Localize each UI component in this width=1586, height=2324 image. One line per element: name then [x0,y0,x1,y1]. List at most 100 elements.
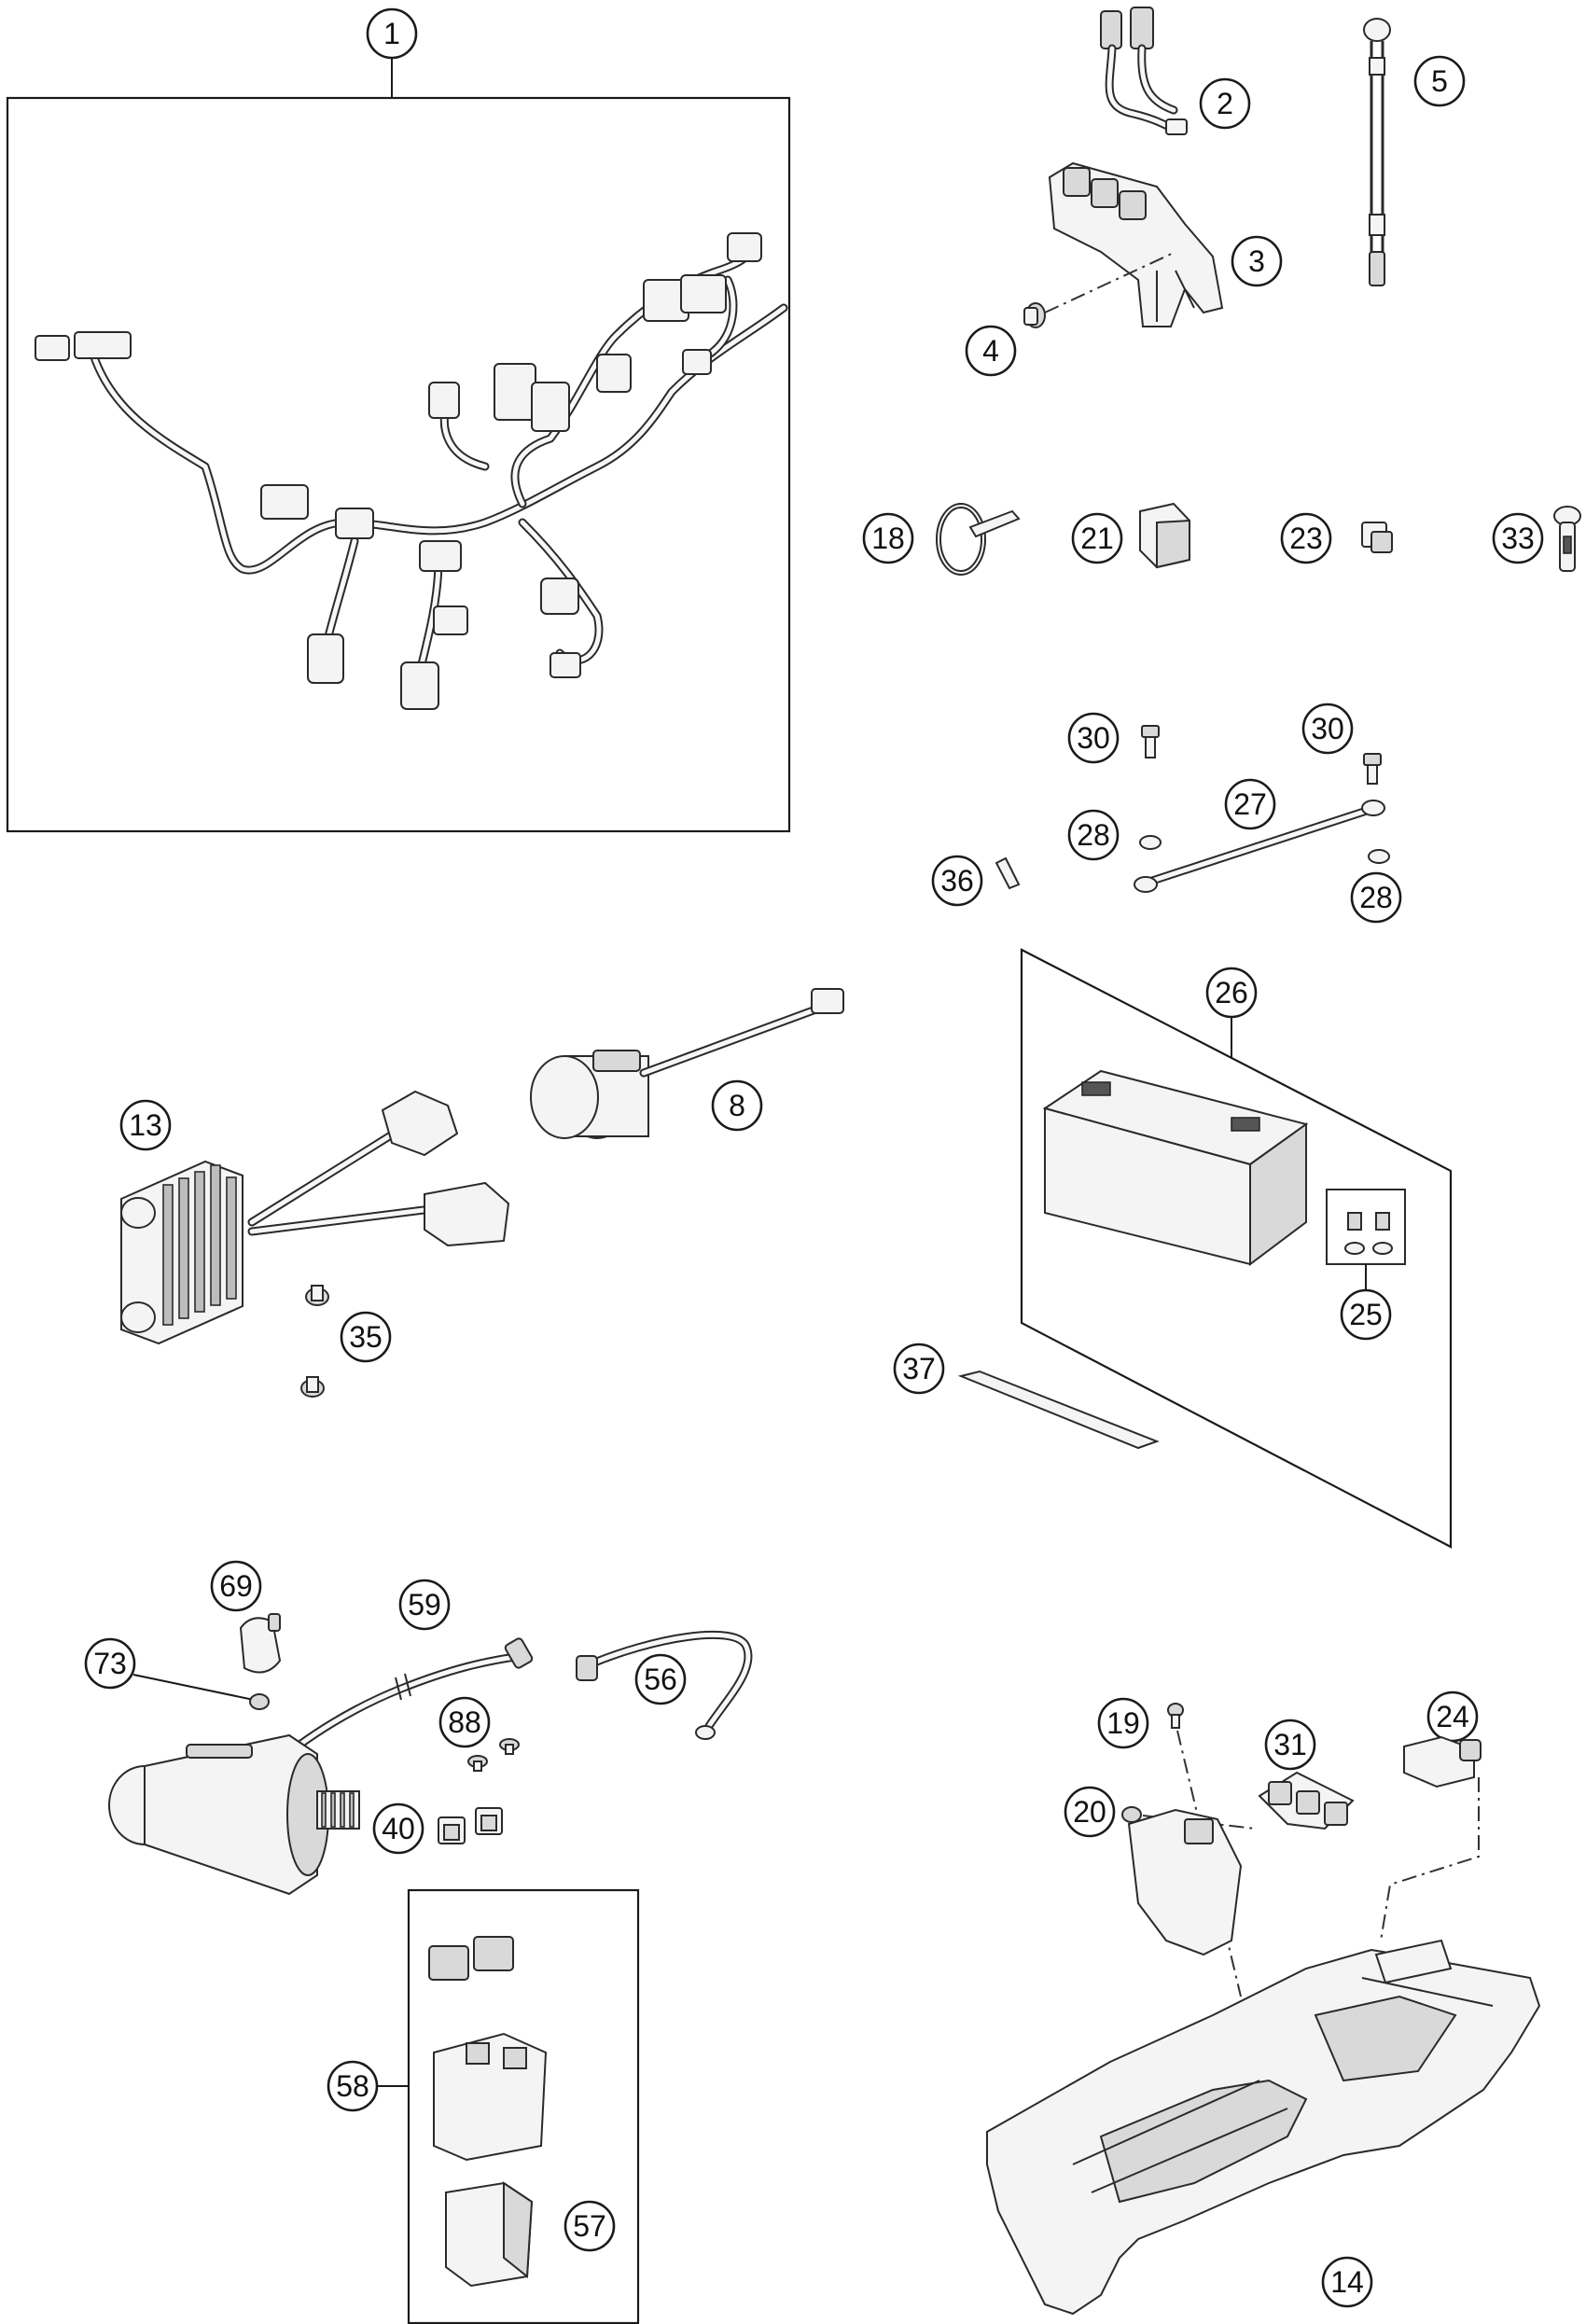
starter-motor-drawing [108,1733,360,1896]
part-26-battery-drawing [1042,1069,1309,1266]
callout-24-label: 24 [1436,1700,1469,1733]
callout-28b: 28 [1350,871,1402,924]
part-4-dashline [1044,251,1176,313]
part-56-ground-cable-drawing [576,1630,753,1740]
part-18-cable-tie-drawing [936,503,1021,576]
part-21-cap-drawing [1139,502,1190,569]
callout-40-label: 40 [382,1812,415,1845]
callout-1-label: 1 [383,17,400,50]
callout-19: 19 [1097,1697,1149,1749]
callout-35: 35 [340,1311,392,1363]
part-35-bolts-drawing [300,1285,329,1398]
callout-27-label: 27 [1233,787,1267,821]
part-20-nut [1121,1806,1142,1823]
part-69-cap-drawing [239,1613,282,1674]
callout-13: 13 [119,1099,172,1151]
part-13-regulator-drawing [120,1090,510,1345]
callout-20-label: 20 [1073,1795,1106,1829]
part-27-battery-cable-drawing [1134,800,1385,893]
callout-21: 21 [1071,512,1123,564]
callout-31: 31 [1264,1719,1316,1771]
callout-69: 69 [210,1560,262,1612]
callout-56-label: 56 [644,1663,677,1696]
callout-58-label: 58 [336,2069,369,2103]
callout-13-label: 13 [129,1108,162,1142]
part-88-screws-drawing [467,1738,520,1772]
part-28a-washer [1139,835,1162,850]
callout-21-label: 21 [1080,522,1114,555]
part-37-battery-pad-drawing [957,1370,1160,1450]
callout-57-label: 57 [573,2209,606,2243]
part-30a-bolt-drawing [1141,725,1160,758]
part-73-leader [132,1674,255,1701]
part-2-cable-drawing [1100,7,1188,135]
callout-27: 27 [1224,778,1276,830]
callout-30b: 30 [1301,703,1354,755]
callout-3: 3 [1231,235,1283,287]
callout-5-label: 5 [1431,64,1448,98]
part-25-terminal-screws-drawing [1326,1189,1406,1265]
part-3-relay-holder-drawing [1048,161,1224,327]
callout-40: 40 [372,1802,424,1855]
callout-25-label: 25 [1349,1298,1383,1331]
part-14-battery-tray-drawing [986,1808,1541,2316]
part-20-dashline [1142,1815,1256,1830]
callout-57: 57 [563,2200,616,2252]
callout-23-label: 23 [1289,522,1323,555]
part-19-bolt-drawing [1167,1703,1184,1729]
callout-24: 24 [1426,1691,1479,1743]
callout-56: 56 [634,1653,687,1705]
callout-59: 59 [398,1579,451,1631]
main-wiring-harness-group: 1 [6,7,791,833]
part-24-dashline [1380,1777,1480,1941]
callout-28b-label: 28 [1359,881,1393,914]
callout-31-label: 31 [1273,1728,1307,1761]
harness-frame [6,96,791,833]
callout-4: 4 [965,325,1017,377]
callout-28a: 28 [1067,809,1120,861]
callout-26: 26 [1205,967,1258,1019]
part-8-sensor-drawing [530,988,844,1139]
part-40-terminal-caps-drawing [438,1807,503,1844]
callout-36: 36 [931,855,983,907]
part-4-screw-drawing [1023,302,1046,328]
part-58-relay-drawing [428,1936,548,2162]
part-30b-bolt-drawing [1363,753,1382,785]
callout-4-label: 4 [982,334,999,368]
callout-14: 14 [1321,2256,1373,2308]
callout-5: 5 [1413,55,1466,107]
callout-19-label: 19 [1106,1706,1140,1740]
callout-73-label: 73 [93,1647,127,1680]
callout-18-label: 18 [871,522,905,555]
part-33-fuse-drawing [1553,506,1581,572]
callout-30a-label: 30 [1077,721,1110,755]
callout-8: 8 [711,1079,763,1132]
callout-30a: 30 [1067,712,1120,764]
callout-69-label: 69 [219,1569,253,1603]
part-73-nut [249,1693,270,1710]
callout-3-label: 3 [1248,244,1265,278]
callout-73: 73 [84,1637,136,1690]
callout-30b-label: 30 [1311,712,1344,745]
starter-relay-group: 58 57 [327,1888,640,2324]
callout-59-label: 59 [408,1588,441,1621]
callout-28a-label: 28 [1077,818,1110,852]
callout-36-label: 36 [940,864,974,898]
part-23-clip-drawing [1361,522,1393,553]
battery-kit-group: 26 25 37 [893,948,1453,1549]
callout-33-label: 33 [1501,522,1535,555]
part-5-cable-drawing [1363,18,1391,286]
callout-2: 2 [1199,77,1251,130]
callout-35-label: 35 [349,1320,383,1354]
callout-2-label: 2 [1217,87,1233,120]
battery-kit-frame [1020,948,1453,1549]
callout-37: 37 [893,1343,945,1395]
part-24-connector-drawing [1403,1735,1482,1788]
callout-8-label: 8 [729,1089,745,1122]
part-28b-washer [1368,849,1390,864]
callout-23: 23 [1280,512,1332,564]
callout-37-label: 37 [902,1352,936,1385]
callout-20: 20 [1064,1786,1116,1838]
callout-33: 33 [1492,512,1544,564]
